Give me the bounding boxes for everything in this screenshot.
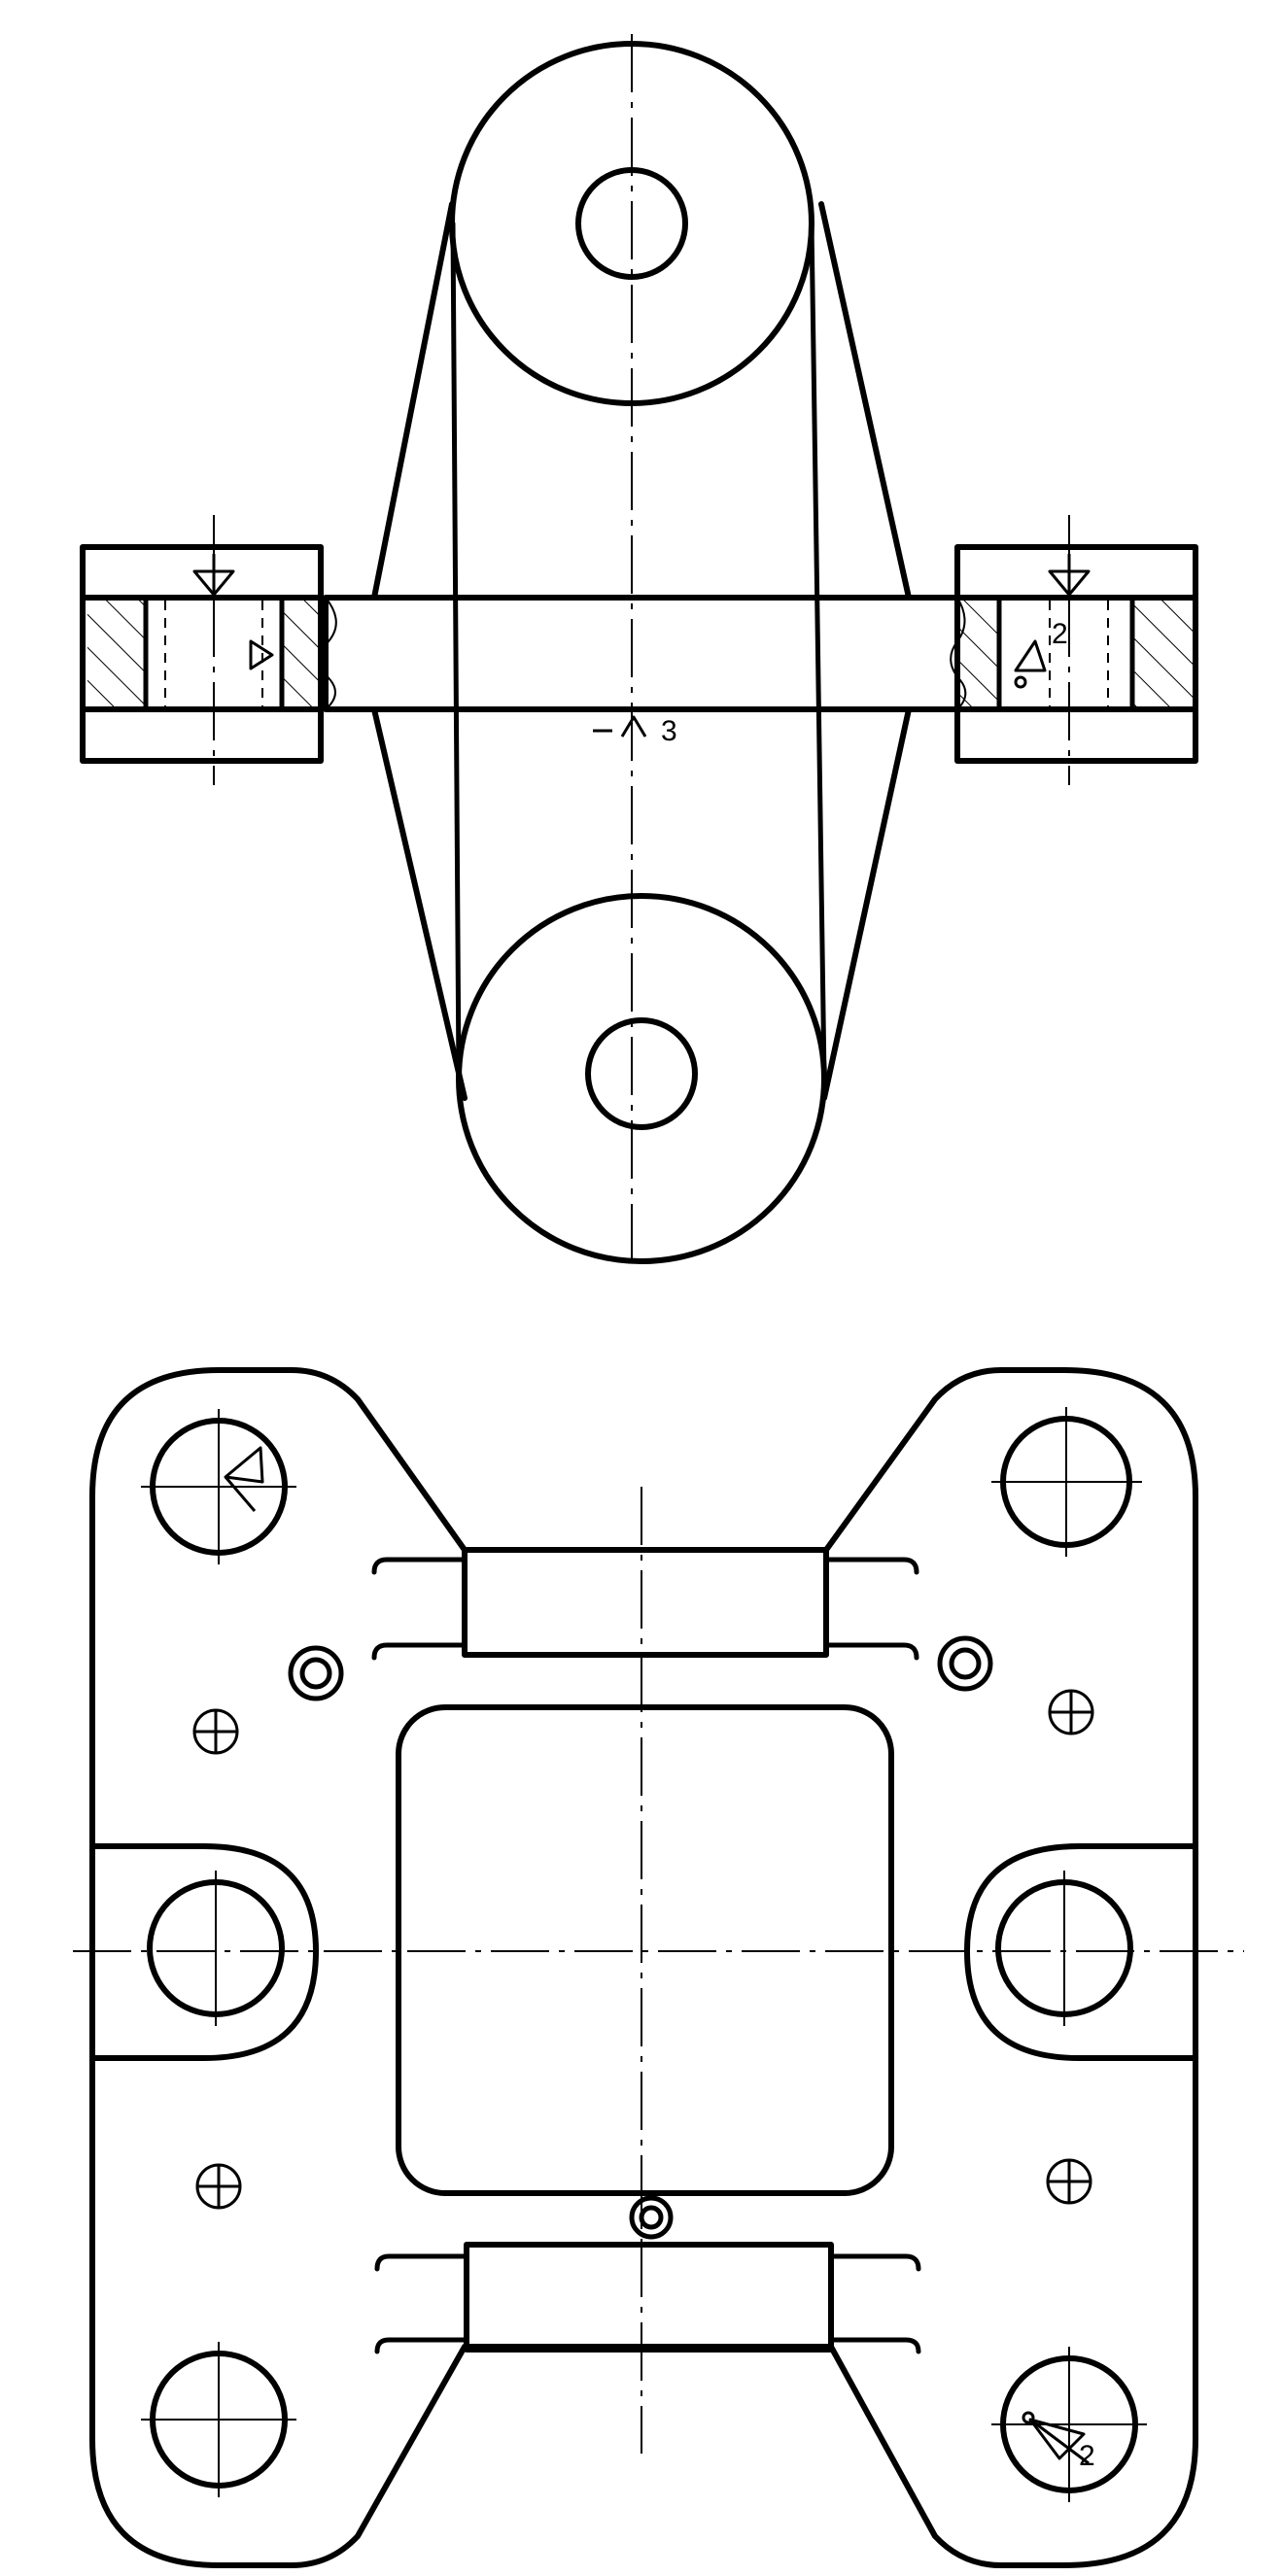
plan-view: 2 [73,1367,1244,2568]
bottom-right-weld-size-label: 2 [1079,2440,1095,2472]
crosshair-mark-lower-left [195,2163,242,2210]
right-lower-taper [821,706,912,1101]
lower-pulley-hole [585,1017,698,1130]
left-boss [89,1843,319,2061]
crosshair-mark-upper-right [1048,1689,1094,1735]
crosshair-mark-lower-right [1046,2158,1092,2205]
right-boss [964,1843,1198,2061]
left-lower-taper [371,706,468,1101]
left-upper-taper [371,201,455,601]
central-window [396,1704,894,2196]
center-weld-symbol [620,715,647,738]
crosshair-mark-upper-left [192,1708,239,1755]
lower-pulley [456,893,827,1264]
right-web [809,221,827,1082]
top-view: 2 3 [80,34,1198,1264]
right-weld-all-around-mark [1014,675,1027,689]
bottom-right-weld-symbol: 2 [1022,2411,1095,2472]
cross-beam [323,595,960,712]
top-left-weld-symbol [224,1446,264,1512]
small-hole-bottom-center [629,2195,674,2240]
left-web [450,221,462,1082]
small-hole-top-right [937,1635,993,1692]
corner-hole-top-left [141,1409,296,1564]
right-inner-weld-symbol [1014,639,1047,672]
center-weld-size-label: 3 [661,715,677,747]
plate-outline [89,1367,1198,2568]
left-bushing [80,515,324,785]
upper-pulley-hole [575,167,688,280]
right-weld-size-label: 2 [1052,618,1068,650]
corner-hole-top-right [991,1407,1142,1557]
right-upper-taper [818,201,912,601]
top-pad [371,1547,919,1661]
small-hole-top-left [288,1645,344,1701]
left-inner-weld-symbol [249,639,274,670]
corner-hole-bottom-left [141,2342,296,2497]
corner-hole-bottom-right [991,2347,1147,2502]
right-bushing: 2 [954,515,1198,785]
bottom-pad [374,2242,921,2354]
